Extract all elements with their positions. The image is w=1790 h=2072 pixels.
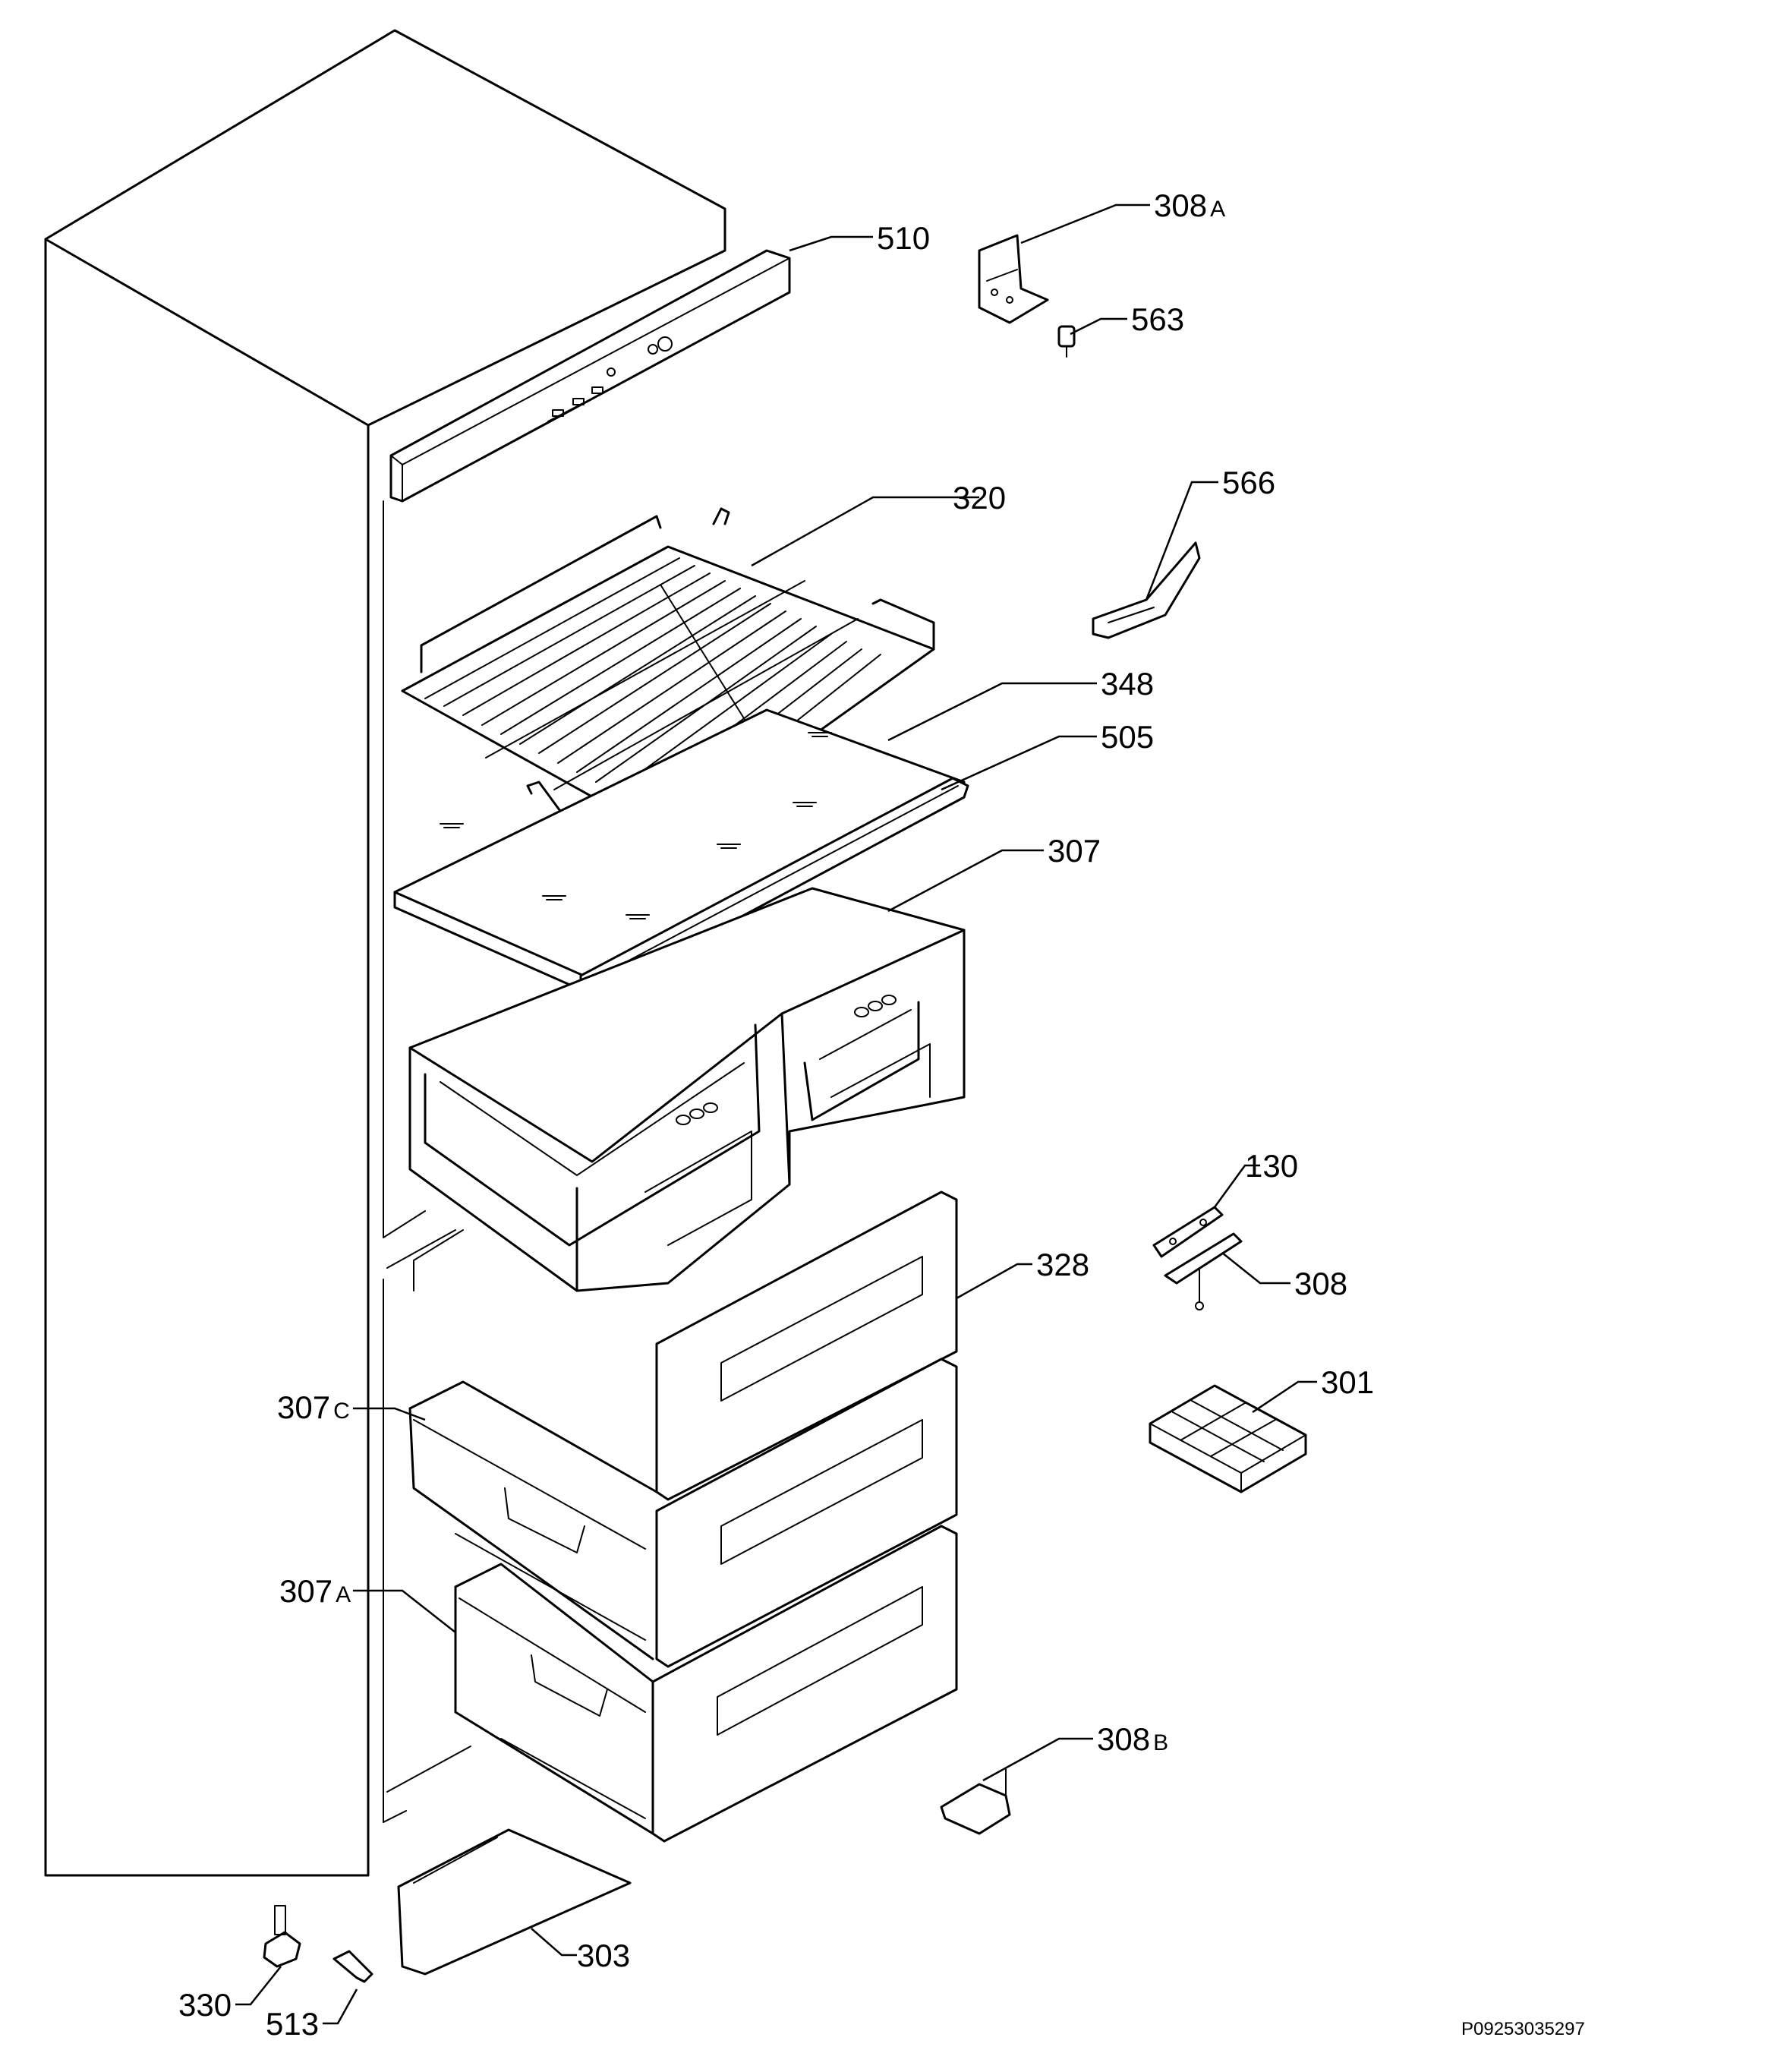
callout-303: 303 [577, 1938, 630, 1973]
adjustable-foot-part-330 [263, 1905, 301, 1968]
hinge-part-308 [1164, 1232, 1243, 1310]
refrigerator-cabinet [44, 29, 726, 1877]
freezer-basket-part-307A [454, 1563, 654, 1835]
ice-tray-part-301 [1149, 1384, 1307, 1493]
crisper-drawers-part-307 [408, 887, 966, 1292]
bracket-part-566 [1092, 541, 1201, 639]
screw-part-563 [1057, 325, 1076, 358]
document-code: P09253035297 [1461, 2019, 1585, 2039]
freezer-drawer-fronts-part-328 [651, 1191, 958, 1843]
callout-301: 301 [1321, 1364, 1374, 1400]
callout-328: 328 [1036, 1247, 1089, 1282]
hinge-part-308A [978, 234, 1049, 324]
clip-part-513 [332, 1950, 373, 1983]
callout-513: 513 [266, 2006, 319, 2042]
callout-348: 348 [1101, 666, 1154, 702]
callout-566: 566 [1222, 465, 1275, 500]
freezer-basket-part-307C [408, 1380, 658, 1660]
leader-lines [235, 203, 1317, 2025]
control-panel-part-510 [389, 249, 791, 503]
callout-505: 505 [1101, 719, 1154, 755]
callout-130: 130 [1245, 1148, 1298, 1184]
plinth-cover-part-303 [397, 1828, 632, 1976]
hinge-plate-part-130 [1152, 1206, 1224, 1258]
callout-307: 307 [1048, 833, 1101, 869]
callout-320: 320 [953, 480, 1006, 516]
hinge-part-308B [940, 1768, 1011, 1835]
callout-510: 510 [877, 220, 930, 256]
callout-308: 308 [1294, 1266, 1347, 1301]
callout-330: 330 [178, 1987, 232, 2023]
callout-563: 563 [1131, 301, 1184, 337]
